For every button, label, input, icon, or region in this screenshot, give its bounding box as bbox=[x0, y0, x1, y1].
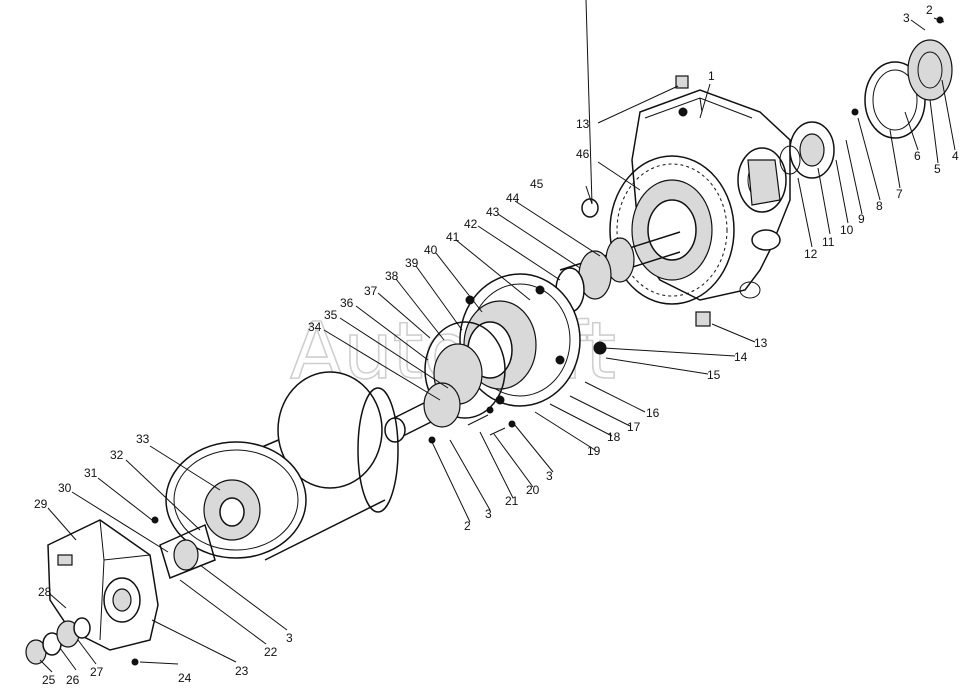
label-10: 10 bbox=[840, 223, 854, 237]
label-2: 2 bbox=[926, 3, 933, 17]
gear-shaft bbox=[555, 231, 681, 313]
label-8: 8 bbox=[876, 199, 883, 213]
label-13-top: 13 bbox=[576, 117, 590, 131]
label-42: 42 bbox=[464, 217, 478, 231]
label-22: 22 bbox=[264, 645, 278, 659]
label-18: 18 bbox=[607, 430, 621, 444]
label-37: 37 bbox=[364, 284, 378, 298]
label-9: 9 bbox=[858, 212, 865, 226]
label-29: 29 bbox=[34, 497, 48, 511]
label-27: 27 bbox=[90, 665, 104, 679]
label-41: 41 bbox=[446, 230, 460, 244]
label-43: 43 bbox=[486, 205, 500, 219]
gearbox-housing bbox=[631, 89, 791, 301]
label-19: 19 bbox=[587, 444, 601, 458]
end-nut-assembly bbox=[25, 617, 91, 665]
label-24: 24 bbox=[178, 671, 192, 685]
label-17: 17 bbox=[627, 420, 641, 434]
label-33: 33 bbox=[136, 432, 150, 446]
label-11: 11 bbox=[822, 235, 835, 249]
label-34: 34 bbox=[308, 320, 322, 334]
leader-lines bbox=[39, 0, 956, 673]
label-7: 7 bbox=[896, 187, 903, 201]
label-31: 31 bbox=[84, 466, 98, 480]
label-46: 46 bbox=[576, 147, 590, 161]
planetary-carrier bbox=[450, 273, 581, 407]
label-5: 5 bbox=[934, 162, 941, 176]
label-14: 14 bbox=[734, 350, 748, 364]
fasteners bbox=[131, 16, 944, 666]
label-45: 45 bbox=[530, 177, 544, 191]
label-3-mid: 3 bbox=[546, 469, 553, 483]
label-35: 35 bbox=[324, 308, 338, 322]
label-6: 6 bbox=[914, 149, 921, 163]
winch-drum bbox=[165, 371, 399, 561]
ring-gear bbox=[609, 155, 735, 305]
coupling bbox=[159, 523, 216, 580]
label-3: 3 bbox=[903, 11, 910, 25]
label-26: 26 bbox=[66, 673, 80, 687]
label-2-lower: 2 bbox=[464, 519, 471, 533]
part-labels: 1 2 3 4 5 6 7 8 9 10 11 12 13 13 14 15 1… bbox=[34, 3, 959, 687]
label-38: 38 bbox=[385, 269, 399, 283]
label-30: 30 bbox=[58, 481, 72, 495]
label-32: 32 bbox=[110, 448, 124, 462]
end-cover bbox=[864, 39, 953, 139]
label-20: 20 bbox=[526, 483, 540, 497]
label-28: 28 bbox=[38, 585, 52, 599]
label-3-bottom: 3 bbox=[286, 631, 293, 645]
label-12: 12 bbox=[804, 247, 818, 261]
label-13-right: 13 bbox=[754, 336, 768, 350]
label-23: 23 bbox=[235, 664, 249, 678]
label-40: 40 bbox=[424, 243, 438, 257]
label-36: 36 bbox=[340, 296, 354, 310]
label-25: 25 bbox=[42, 673, 56, 687]
label-3-lower: 3 bbox=[485, 507, 492, 521]
label-1: 1 bbox=[708, 69, 715, 83]
bearing-bracket bbox=[47, 519, 159, 651]
label-21: 21 bbox=[505, 494, 519, 508]
label-16: 16 bbox=[646, 406, 660, 420]
label-44: 44 bbox=[506, 191, 520, 205]
bearing bbox=[779, 121, 835, 179]
label-15: 15 bbox=[707, 368, 721, 382]
label-39: 39 bbox=[405, 256, 419, 270]
label-4: 4 bbox=[952, 149, 959, 163]
